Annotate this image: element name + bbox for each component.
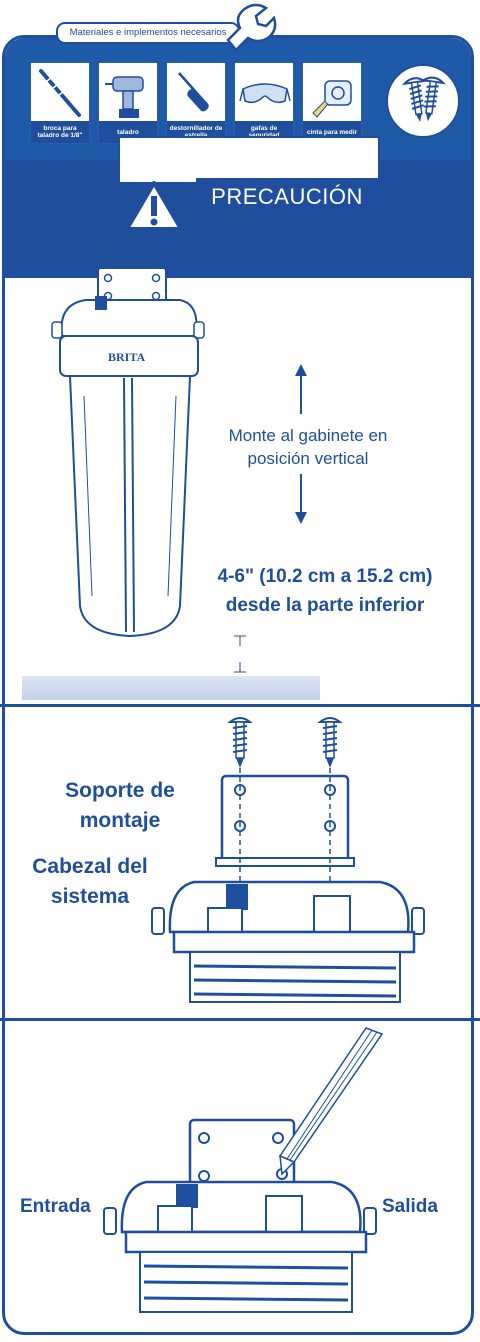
bracket-label-line1: Soporte de [65,779,175,802]
screw-left [227,717,253,768]
screws-icon [386,64,460,138]
safety-goggles-icon [239,83,291,104]
warning-triangle-icon [125,181,183,231]
bracket-assembly-drawing [151,717,425,1003]
tape-measure-icon [312,80,352,118]
tool-safety-goggles: gafas de seguridad [234,62,294,144]
step-divider [0,704,480,707]
brita-logo: BRITA [108,350,146,364]
tool-label: broca para taladro de 1/8" [31,121,89,143]
power-drill-icon [105,76,144,118]
step-divider [0,1018,480,1021]
inlet-label: Entrada [20,1196,91,1217]
tool-drill-bit: broca para taladro de 1/8" [30,62,90,144]
distance-marker [234,635,246,673]
distance-note: 4-6" (10.2 cm a 15.2 cm) desde la parte … [190,562,460,620]
system-head-label: Cabezal del sistema [16,852,164,912]
caution-box [118,136,380,184]
caution-title: PRECAUCIÓN [196,178,378,216]
mounting-bracket-label: Soporte de montaje [46,776,194,836]
distance-note-line2: desde la parte inferior [225,595,425,616]
head-label-line1: Cabezal del [32,855,148,878]
wrench-icon [226,3,277,52]
drill-bit-icon [39,69,81,117]
pencil-icon [278,1027,384,1176]
vertical-arrows-icon [295,364,307,524]
mark-holes-drawing [103,1027,384,1313]
bracket-label-line2: montaje [79,809,161,832]
screwdriver-icon [178,72,209,112]
screw-pair-drawing [401,76,446,122]
mount-vertical-note: Monte al gabinete en posición vertical [228,426,388,468]
distance-note-line1: 4-6" (10.2 cm a 15.2 cm) [217,566,433,587]
cabinet-shelf [22,676,320,700]
filter-housing-drawing [51,267,205,638]
outlet-label: Salida [382,1196,438,1217]
materials-tab-label: Materiales e implementos necesarios [56,22,240,44]
tool-power-drill: taladro [98,62,158,144]
tool-tape-measure: cinta para medir [302,62,362,144]
head-label-line2: sistema [50,885,130,908]
tool-screwdriver: destornillador de estrella [166,62,226,144]
screw-right [317,717,343,768]
